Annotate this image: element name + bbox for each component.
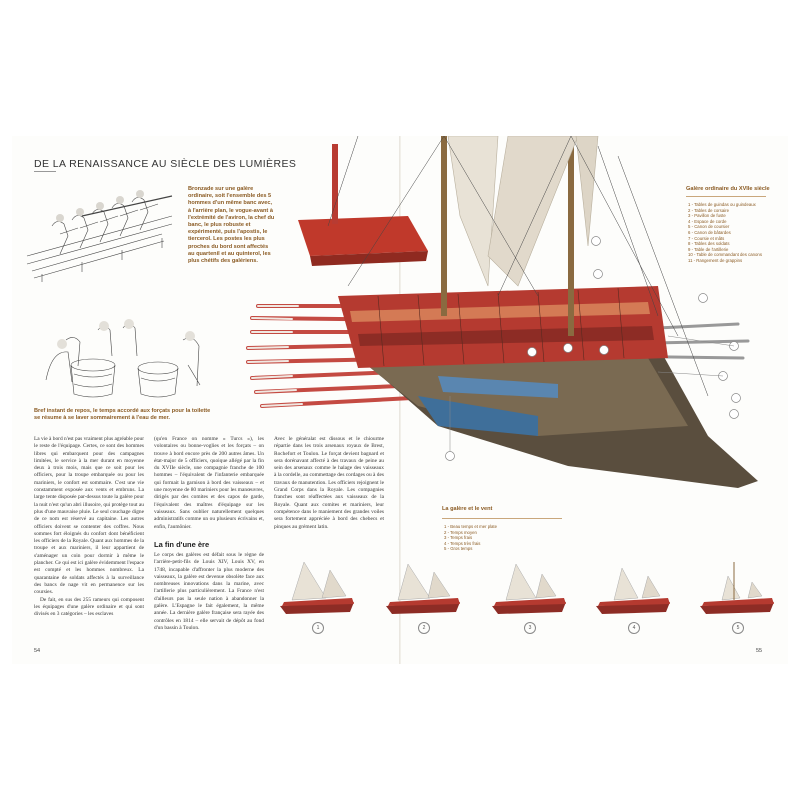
article-column-3: Avec le généralat est dissous et le chio… xyxy=(274,436,384,531)
paragraph: Avec le généralat est dissous et le chio… xyxy=(274,436,384,530)
legend-item: 7 - Coursie et mâts xyxy=(688,235,725,241)
laundry-caption: Bref instant de repos, le temps accordé … xyxy=(34,408,211,422)
sail-thumbnail-5 xyxy=(700,562,774,614)
paragraph: Le corps des galères est défait sous le … xyxy=(154,552,264,631)
left-page-number: 54 xyxy=(34,648,41,654)
book-spread: DE LA RENAISSANCE AU SIÈCLE DES LUMIÈRES… xyxy=(12,136,788,664)
paragraph: La vie à bord n'est pas vraiment plus ag… xyxy=(34,436,144,596)
page-title: DE LA RENAISSANCE AU SIÈCLE DES LUMIÈRES xyxy=(34,158,297,170)
sails-item: 3 - Temps frais xyxy=(444,535,473,541)
thumbnail-number: 2 xyxy=(418,622,430,634)
legend-item: 5 - Canon de coursier xyxy=(688,224,730,230)
sails-item: 2 - Temps moyen xyxy=(444,529,477,535)
title-rule xyxy=(34,171,56,172)
article-column-2b: Le corps des galères est défait sous le … xyxy=(154,552,264,632)
paragraph: (qu'en France on nomme « Turcs »), les v… xyxy=(154,436,264,530)
legend-item: 4 - Espace de corde xyxy=(688,218,727,224)
sails-title: La galère et le vent xyxy=(442,506,493,512)
legend-list: 1 - Tables de guindas ou guindeaux 2 - T… xyxy=(688,202,762,264)
thumbnail-number: 4 xyxy=(628,622,640,634)
sail-thumbnail-4 xyxy=(596,567,670,614)
legend-item: 8 - Tables des soldats xyxy=(688,241,730,247)
legend-item: 1 - Tables de guindas ou guindeaux xyxy=(688,202,756,207)
legend-item: 2 - Tables de corsaire xyxy=(688,207,730,213)
legend-item: 6 - Canon de bâtardes xyxy=(688,229,731,235)
thumbnail-number: 3 xyxy=(524,622,536,634)
section-subheading: La fin d'une ère xyxy=(154,540,210,549)
legend-item: 3 - Pavillon de fuste xyxy=(688,213,726,219)
article-column-1: La vie à bord n'est pas vraiment plus ag… xyxy=(34,436,144,618)
sail-thumbnail-2 xyxy=(386,563,460,614)
rowers-sketch xyxy=(26,190,173,282)
legend-item: 11 - Rangement de grappins xyxy=(688,257,743,263)
sails-list: 1 - Beau temps et mer plate 2 - Temps mo… xyxy=(444,524,497,552)
thumbnail-number: 1 xyxy=(312,622,324,634)
sails-item: 5 - Gros temps xyxy=(444,546,473,552)
thumbnail-number: 5 xyxy=(732,622,744,634)
laundry-sketch xyxy=(45,319,201,398)
sail-thumbnail-3 xyxy=(492,563,566,614)
sails-item: 1 - Beau temps et mer plate xyxy=(444,524,498,529)
right-page-number: 55 xyxy=(756,648,763,654)
legend-title: Galère ordinaire du XVIIe siècle xyxy=(686,186,770,192)
legend-item: 9 - Table de l'artillerie xyxy=(688,246,729,252)
rowers-caption: Bronzade sur une galère ordinaire, soit … xyxy=(188,186,275,265)
sail-thumbnail-1 xyxy=(280,561,354,614)
article-column-2: (qu'en France on nomme « Turcs »), les v… xyxy=(154,436,264,531)
sails-item: 4 - Temps très frais xyxy=(444,540,481,546)
paragraph: De fait, en sus des 255 rameurs qui comp… xyxy=(34,596,144,618)
legend-rule xyxy=(686,196,766,197)
sails-rule xyxy=(442,518,562,519)
galley-cutaway-illustration xyxy=(246,136,758,488)
legend-item: 10 - Table de commandant des canons xyxy=(688,252,762,258)
